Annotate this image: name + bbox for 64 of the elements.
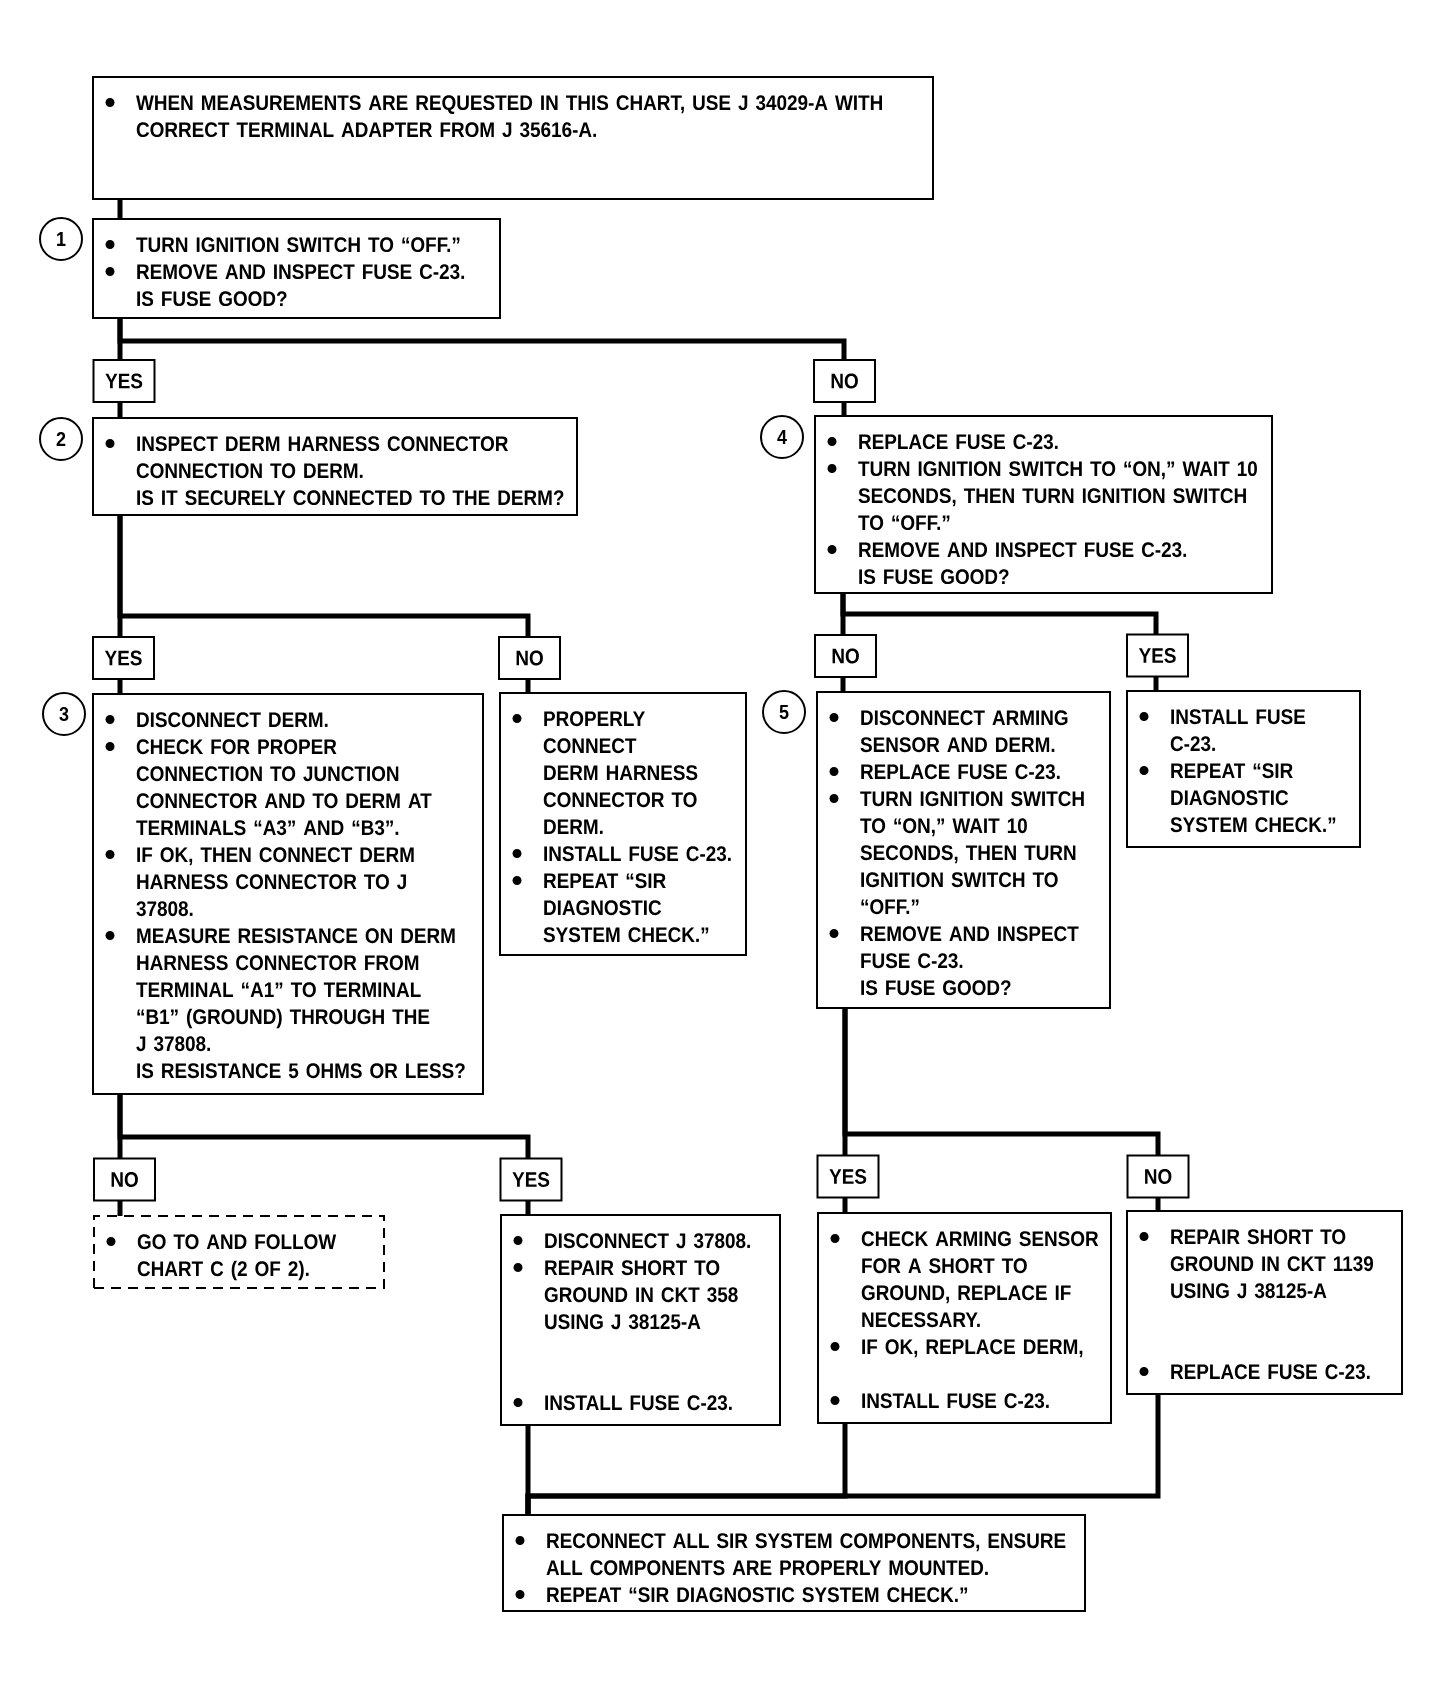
- connector-line: [117, 402, 123, 418]
- node-label: CHECK FOR PROPER CONNECTION TO JUNCTION CONNECTOR AND TO DERM AT TERMINALS “A3” AND “B3”.: [136, 739, 432, 836]
- node-label: TURN IGNITION SWITCH TO “ON,” WAIT 10 SECONDS, THEN TURN IGNITION SWITCH TO “OFF.”: [858, 461, 1257, 531]
- step-box: INSPECT DERM HARNESS CONNECTOR CONNECTION TO DERM. IS IT SECURELY CONNECTED TO THE DERM?: [92, 417, 578, 516]
- step-box: CHECK ARMING SENSOR FOR A SHORT TO GROUND, REPLACE IF NECESSARY. IF OK, REPLACE DERM, INSTALL FUSE C-23.: [817, 1212, 1112, 1424]
- node-label: REPLACE FUSE C-23.: [859, 434, 1058, 450]
- step-box: DISCONNECT DERM. CHECK FOR PROPER CONNECTION TO JUNCTION CONNECTOR AND TO DERM AT TERMINALS “A3” AND “B3”. IF OK, THEN CONNECT DERM HARNESS CONNECTOR TO J 37808. MEASURE RESISTANCE ON DERM HARNESS CONNECTOR FROM TERMINAL “A1” TO TERMINAL “B1” (GROUND) THROUGH THE J 37808. IS RESISTANCE 5 OHMS OR LESS?: [92, 693, 484, 1095]
- node-label: INSTALL FUSE C-23.: [545, 1395, 732, 1411]
- node-label: REPLACE FUSE C-23.: [861, 764, 1060, 780]
- branch-label: NO: [814, 634, 877, 678]
- branch-label: YES: [499, 1157, 563, 1202]
- connector-line: [842, 1197, 848, 1213]
- step-number: 1: [39, 217, 83, 261]
- connector-line: [1153, 676, 1159, 691]
- connector-line: [117, 318, 847, 360]
- connector-line: [525, 1200, 531, 1215]
- step-box: WHEN MEASUREMENTS ARE REQUESTED IN THIS CHART, USE J 34029-A WITH CORRECT TERMINAL ADAPTER FROM J 35616-A.: [92, 76, 934, 200]
- branch-label: NO: [93, 1157, 156, 1202]
- node-label: REMOVE AND INSPECT FUSE C-23.: [859, 542, 1187, 558]
- connector-line: [117, 1200, 123, 1216]
- node-label: IF OK, THEN CONNECT DERM HARNESS CONNECTOR TO J 37808.: [136, 847, 414, 917]
- node-label: IS FUSE GOOD?: [859, 569, 1009, 585]
- step-box: DISCONNECT J 37808. REPAIR SHORT TO GROUND IN CKT 358 USING J 38125-A INSTALL FUSE C-23.: [500, 1214, 781, 1426]
- branch-label: YES: [92, 636, 155, 680]
- branch-label: YES: [92, 359, 156, 403]
- connector-line: [117, 515, 531, 637]
- node-label: REMOVE AND INSPECT FUSE C-23.: [861, 926, 1079, 969]
- step-box: TURN IGNITION SWITCH TO “OFF.” REMOVE AND INSPECT FUSE C-23. IS FUSE GOOD?: [92, 218, 501, 319]
- node-label: REPLACE FUSE C-23.: [1171, 1364, 1370, 1380]
- connector-line: [1155, 1197, 1161, 1211]
- node-label: REPAIR SHORT TO GROUND IN CKT 1139 USING J 38125-A: [1170, 1229, 1374, 1299]
- connector-line: [117, 679, 123, 694]
- connector-line: [117, 199, 123, 219]
- step-box: REPLACE FUSE C-23. TURN IGNITION SWITCH TO “ON,” WAIT 10 SECONDS, THEN TURN IGNITION SWITCH TO “OFF.” REMOVE AND INSPECT FUSE C-23. IS FUSE GOOD?: [814, 415, 1273, 594]
- node-label: IS FUSE GOOD?: [861, 980, 1011, 996]
- connector-line: [525, 679, 531, 693]
- connector-line: [525, 1394, 1161, 1515]
- branch-label: NO: [813, 359, 876, 403]
- node-label: MEASURE RESISTANCE ON DERM HARNESS CONNECTOR FROM TERMINAL “A1” TO TERMINAL “B1” (GROUND) THROUGH THE J 37808.: [136, 928, 455, 1052]
- connector-line: [840, 677, 846, 692]
- node-label: DISCONNECT ARMING SENSOR AND DERM.: [860, 710, 1068, 753]
- branch-label: YES: [1126, 633, 1189, 678]
- step-number: 5: [762, 690, 806, 734]
- step-number: 4: [760, 415, 804, 459]
- node-label: IS RESISTANCE 5 OHMS OR LESS?: [137, 1063, 465, 1079]
- branch-label: NO: [498, 636, 561, 680]
- connector-line: [117, 1094, 531, 1159]
- step-box: GO TO AND FOLLOW CHART C (2 OF 2).: [93, 1215, 385, 1289]
- node-label: DISCONNECT DERM.: [137, 712, 328, 728]
- node-label: REPAIR SHORT TO GROUND IN CKT 358 USING J 38125-A: [544, 1260, 738, 1330]
- connector-line: [841, 402, 847, 416]
- connector-line: [842, 1008, 1161, 1156]
- step-box: INSTALL FUSE C-23. REPEAT “SIR DIAGNOSTIC SYSTEM CHECK.”: [1126, 690, 1361, 848]
- connector-line: [840, 593, 1159, 635]
- branch-label: YES: [816, 1154, 880, 1199]
- step-number: 3: [42, 692, 86, 736]
- step-box: PROPERLY CONNECT DERM HARNESS CONNECTOR TO DERM. INSTALL FUSE C-23. REPEAT “SIR DIAGNOSTIC SYSTEM CHECK.”: [499, 692, 747, 956]
- node-label: TURN IGNITION SWITCH TO “ON,” WAIT 10 SECONDS, THEN TURN IGNITION SWITCH TO “OFF.”: [860, 791, 1084, 915]
- step-number: 2: [39, 417, 83, 461]
- branch-label: NO: [1126, 1154, 1190, 1199]
- node-label: DISCONNECT J 37808.: [545, 1233, 750, 1249]
- step-box: REPAIR SHORT TO GROUND IN CKT 1139 USING J 38125-A REPLACE FUSE C-23.: [1126, 1210, 1403, 1395]
- step-box: DISCONNECT ARMING SENSOR AND DERM. REPLACE FUSE C-23. TURN IGNITION SWITCH TO “ON,” WAIT 10 SECONDS, THEN TURN IGNITION SWITCH TO “OFF.” REMOVE AND INSPECT FUSE C-23. IS FUSE GOOD?: [816, 691, 1111, 1009]
- step-box: RECONNECT ALL SIR SYSTEM COMPONENTS, ENSURE ALL COMPONENTS ARE PROPERLY MOUNTED. REPEAT “SIR DIAGNOSTIC SYSTEM CHECK.”: [502, 1514, 1086, 1612]
